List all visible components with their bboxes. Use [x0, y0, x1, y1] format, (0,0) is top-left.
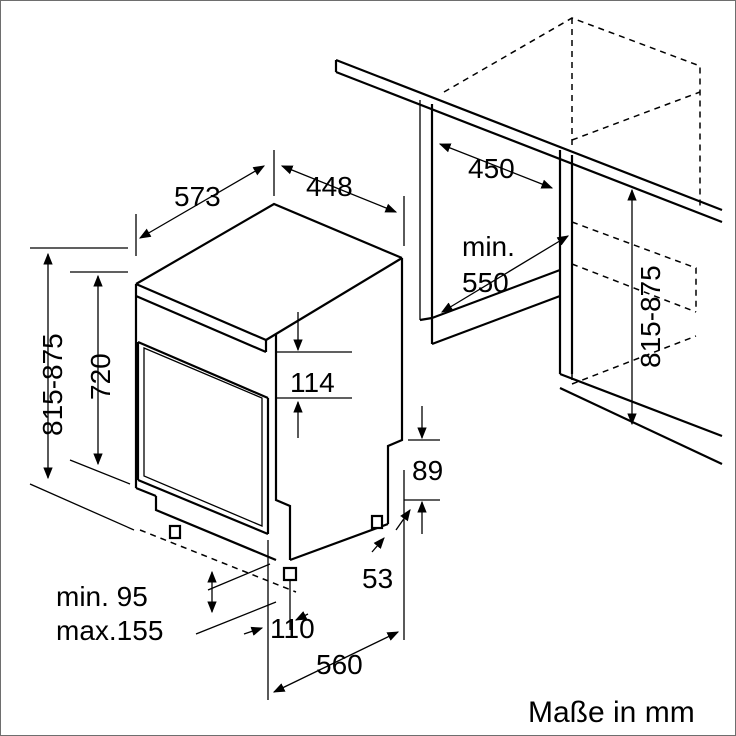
dimension-labels: 573 448 815-875 720 114 89 53 min. 95 ma…: [37, 153, 695, 729]
units-note: Maße in mm: [528, 696, 695, 729]
label-448: 448: [306, 171, 353, 202]
label-573: 573: [174, 181, 221, 212]
dimension-lines: [29, 143, 637, 700]
label-560: 560: [316, 649, 363, 680]
label-53: 53: [362, 563, 393, 594]
installation-niche: [334, 17, 723, 465]
label-450: 450: [468, 153, 515, 184]
label-550: 550: [462, 267, 509, 298]
label-720: 720: [85, 353, 116, 400]
label-815-875-left: 815-875: [37, 333, 68, 436]
dishwasher-body: [134, 202, 404, 593]
label-89: 89: [412, 455, 443, 486]
label-min-95: min. 95: [56, 581, 148, 612]
label-815-875-right: 815-875: [635, 265, 666, 368]
label-114: 114: [290, 367, 335, 398]
label-min: min.: [462, 231, 515, 262]
label-max-155: max.155: [56, 615, 163, 646]
label-110: 110: [270, 613, 315, 644]
